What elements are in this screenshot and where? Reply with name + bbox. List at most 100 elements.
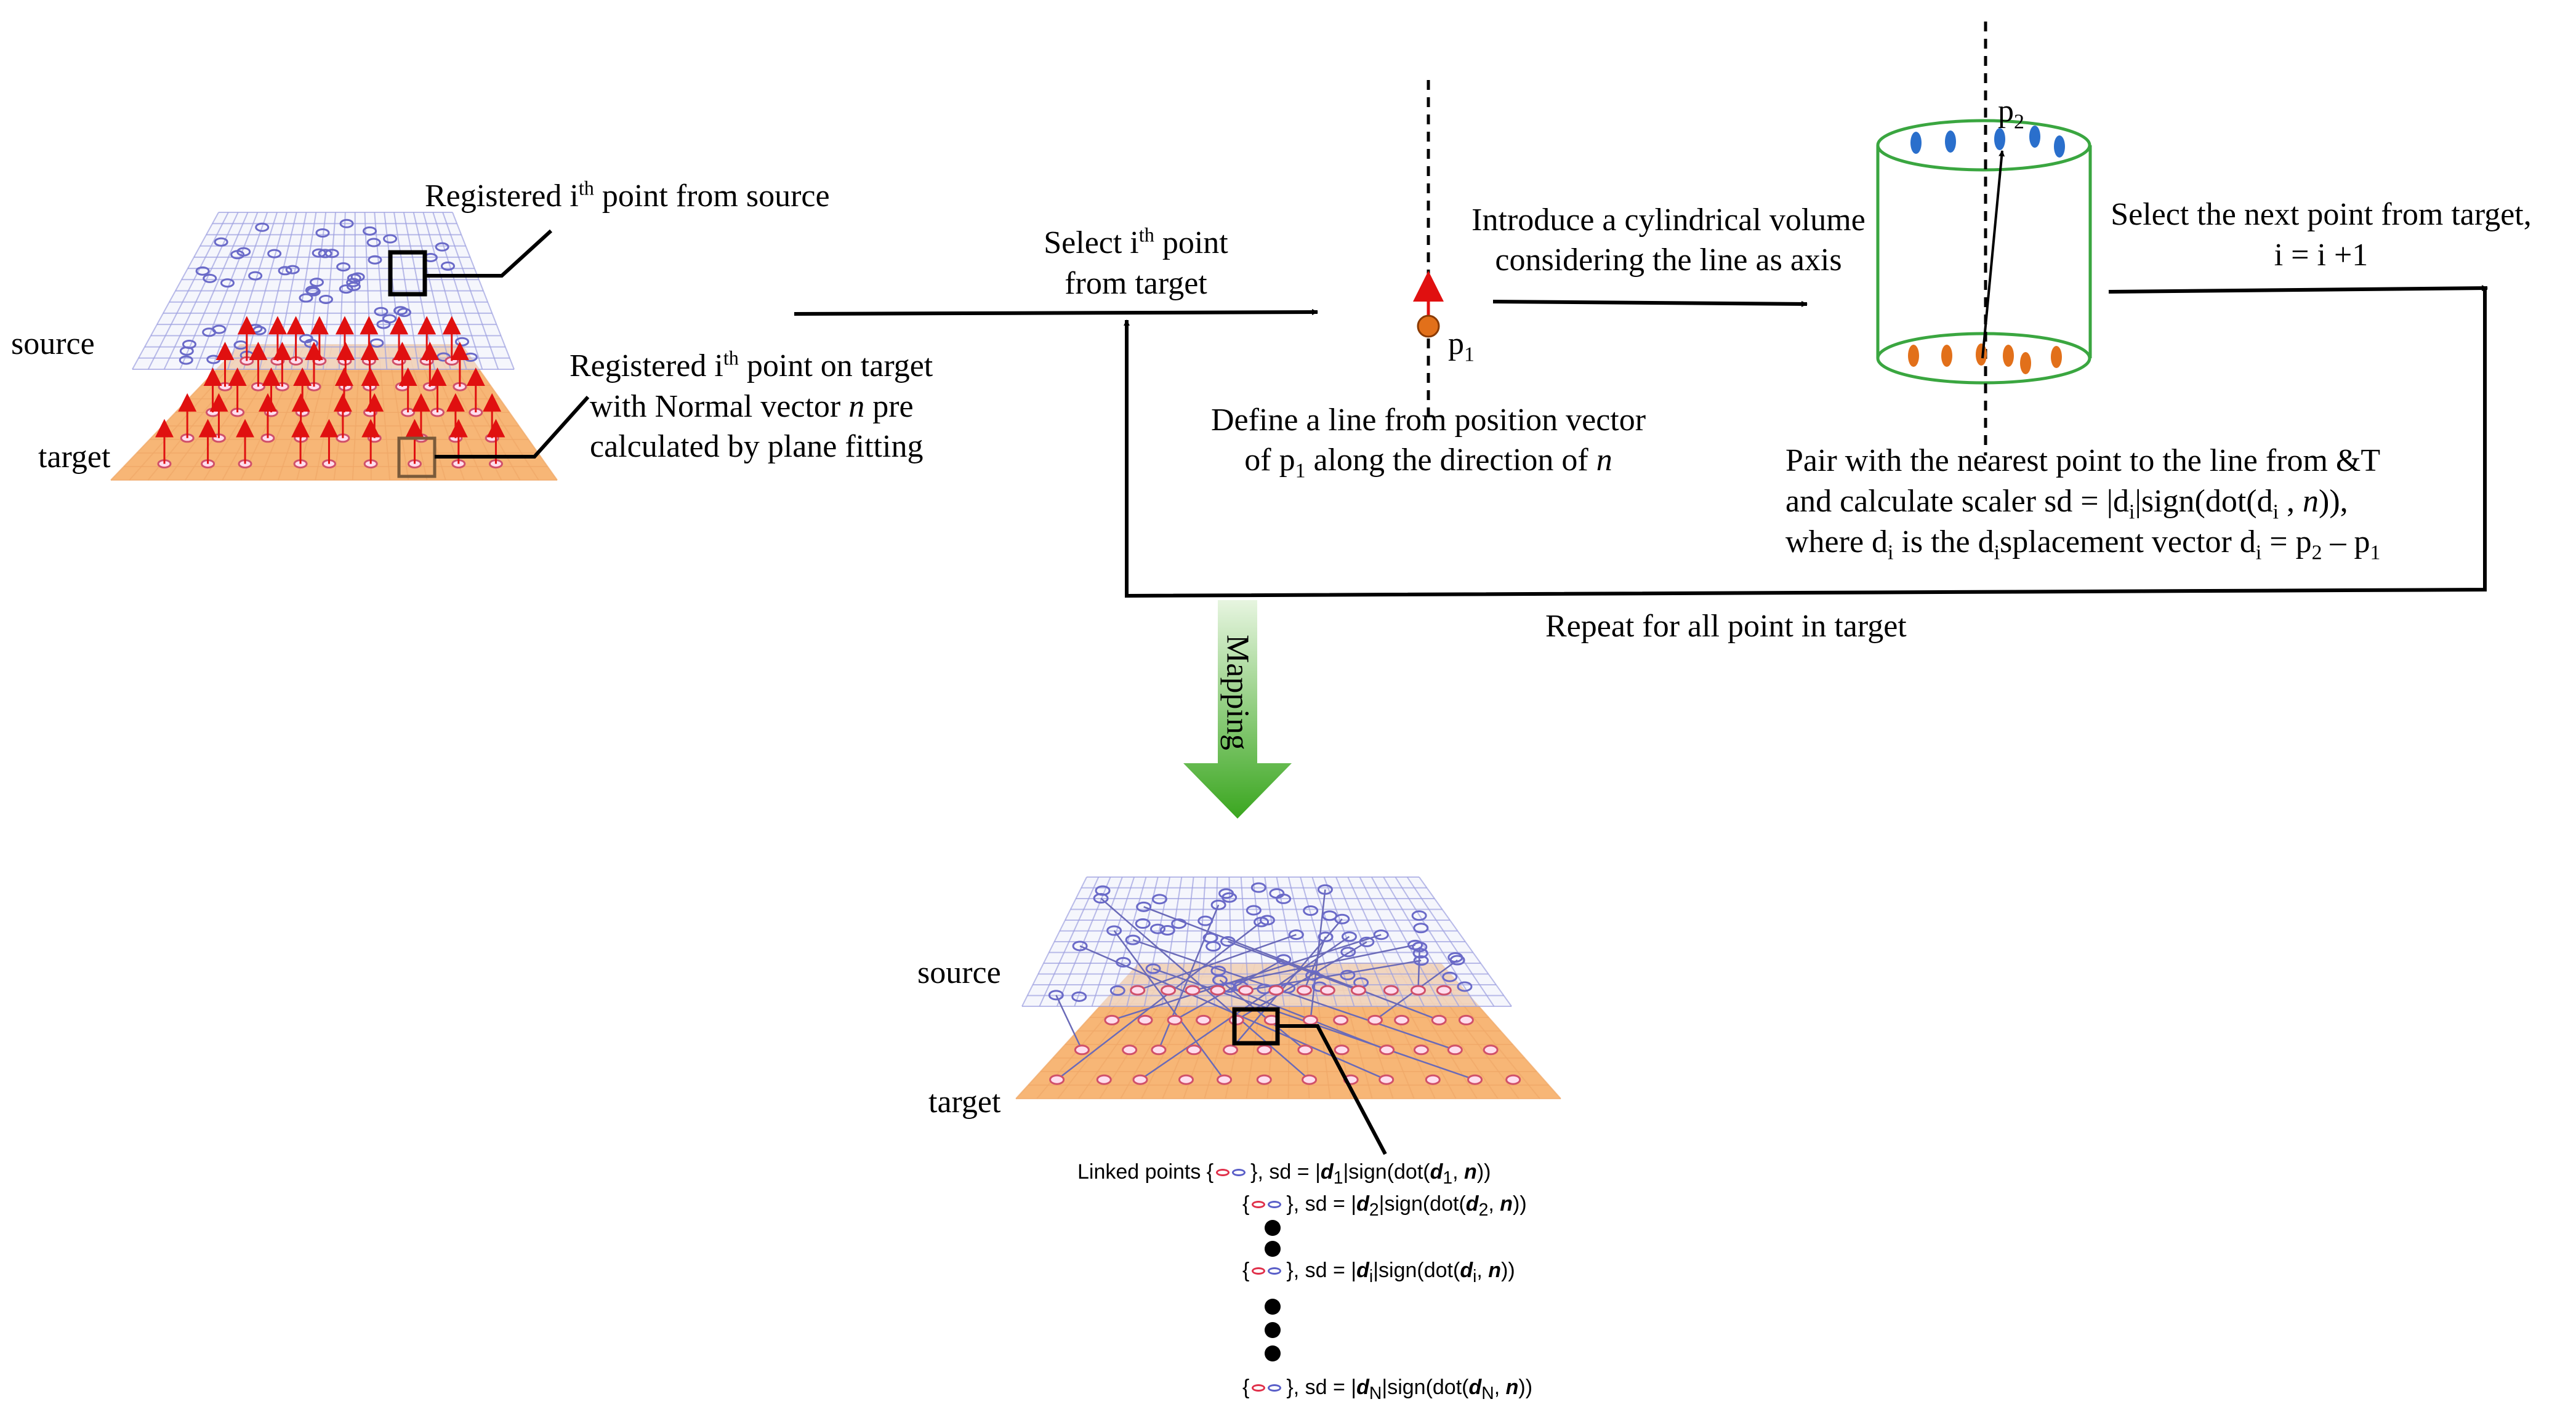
target-point	[1447, 1044, 1463, 1056]
select-step-line1: Select ith point	[1044, 224, 1228, 261]
target-point	[1122, 1044, 1138, 1056]
source-point	[393, 306, 408, 316]
bottom-source-points	[1048, 882, 1473, 1002]
source-point	[1411, 910, 1427, 921]
target-point	[1350, 985, 1366, 996]
target-point	[1483, 1044, 1499, 1056]
linked-pair-icon	[1249, 1265, 1286, 1278]
ellipsis-dot	[1265, 1322, 1281, 1338]
source-point	[1303, 905, 1319, 916]
target-callout-line	[435, 395, 590, 459]
source-point	[1412, 942, 1428, 953]
source-point	[1116, 956, 1132, 968]
target-point	[1413, 1044, 1429, 1056]
linked-pair-icon	[1214, 1167, 1250, 1179]
callout-target-line3: calculated by plane fitting	[590, 429, 924, 464]
source-point	[1442, 971, 1458, 982]
source-point	[305, 286, 320, 295]
bottom-target-label: target	[928, 1084, 1001, 1120]
source-point	[1322, 910, 1338, 921]
source-point	[1048, 990, 1064, 1001]
cylinder-bottom-point	[2003, 345, 2014, 367]
source-point	[1171, 918, 1187, 929]
source-callout-line	[425, 229, 553, 278]
p1-label: p1	[1448, 326, 1475, 366]
source-point	[1151, 894, 1167, 905]
target-point	[1130, 985, 1146, 996]
target-point	[1096, 1074, 1112, 1085]
link-line	[1113, 930, 1225, 1080]
target-point	[1296, 985, 1312, 996]
source-point	[1359, 936, 1375, 947]
bottom-source-label: source	[917, 955, 1001, 990]
target-point	[1210, 985, 1226, 996]
link-line	[1100, 897, 1310, 1081]
source-point	[1340, 969, 1356, 980]
target-point	[1256, 1074, 1272, 1085]
source-point	[315, 228, 330, 238]
mapping-arrow	[1183, 600, 1292, 819]
source-point	[1340, 947, 1356, 958]
ellipsis-dot	[1265, 1241, 1281, 1257]
source-point	[285, 265, 300, 275]
target-point	[1217, 1074, 1233, 1085]
source-point	[1457, 981, 1473, 992]
target-point	[1505, 1074, 1521, 1085]
target-point	[1436, 985, 1452, 996]
source-point	[1106, 925, 1122, 936]
ellipsis-dot	[1265, 1345, 1281, 1361]
link-line	[1310, 889, 1326, 1020]
bottom-callout-line	[1278, 1024, 1387, 1155]
source-point	[1220, 936, 1236, 947]
target-point	[1132, 1074, 1148, 1085]
target-point	[1302, 1014, 1318, 1025]
target-point	[1302, 1074, 1318, 1085]
next-step-line1: Select the next point from target,	[2111, 197, 2532, 232]
mapping-label: Mapping	[1220, 635, 1255, 750]
linked-points-row: {}, sd = |dN|sign(dot(dN, n))	[1242, 1376, 1533, 1403]
link-line	[1137, 934, 1297, 992]
p2-label: p2	[1998, 94, 2024, 134]
source-point	[299, 293, 313, 303]
target-point	[1104, 1014, 1120, 1025]
arrow-to-cylinder	[1492, 300, 1808, 307]
source-point	[1412, 948, 1428, 959]
source-point	[1246, 905, 1262, 916]
source-point	[179, 355, 193, 365]
target-point	[1178, 1074, 1194, 1085]
target-point	[1196, 1014, 1212, 1025]
source-point	[1288, 929, 1304, 940]
left-target-label: target	[38, 439, 111, 475]
source-point	[1136, 901, 1152, 912]
cylinder-step-line2: considering the line as axis	[1495, 243, 1842, 278]
cylinder-top-point	[1945, 130, 1956, 153]
source-point	[339, 284, 353, 294]
source-point	[1159, 924, 1175, 936]
target-point	[1458, 1014, 1474, 1025]
link-line	[1143, 906, 1439, 1021]
target-point	[1238, 985, 1254, 996]
target-point	[1379, 1074, 1395, 1085]
linked-points-row: {}, sd = |d2|sign(dot(d2, n))	[1242, 1192, 1527, 1220]
link-line	[1174, 958, 1284, 1021]
select-step-line2: from target	[1065, 266, 1207, 301]
source-point	[1276, 893, 1292, 904]
cylinder-top-point	[2029, 126, 2040, 148]
source-point	[374, 307, 388, 316]
source-point	[310, 278, 324, 287]
link-line	[1303, 936, 1327, 991]
target-point	[1223, 1044, 1239, 1056]
source-point	[1210, 899, 1226, 910]
target-point	[1333, 1014, 1349, 1025]
target-point	[1186, 1044, 1202, 1056]
source-point	[1072, 940, 1088, 952]
link-line	[1132, 939, 1455, 1051]
bottom-target-points	[1049, 985, 1521, 1085]
pair-step-line2: and calculate scaler sd = |di|sign(dot(d…	[1785, 484, 2348, 524]
source-point	[202, 327, 217, 337]
source-point	[1449, 955, 1465, 966]
source-point	[346, 278, 361, 287]
source-point	[1145, 963, 1161, 974]
cylinder-bottom-point	[1976, 343, 1987, 366]
source-point	[1318, 931, 1334, 942]
